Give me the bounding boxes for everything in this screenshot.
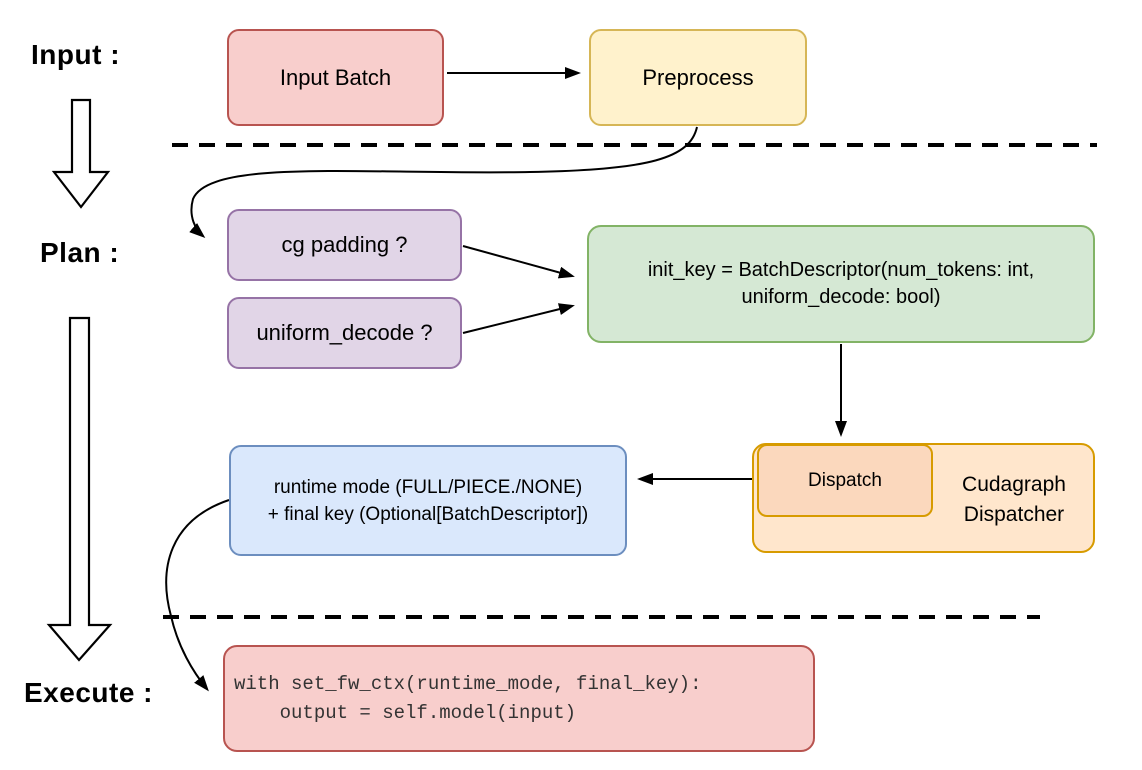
node-preprocess: Preprocess	[589, 29, 807, 126]
execute-code-line2: output = self.model(input)	[234, 701, 577, 724]
section-label-plan: Plan :	[40, 237, 120, 268]
cudagraph-label-line2: Dispatcher	[963, 503, 1065, 526]
node-cudagraph-dispatcher-label: Cudagraph Dispatcher	[935, 470, 1093, 530]
phase-arrow-input-to-plan	[51, 98, 111, 209]
edge-uniform-decode-to-init-key	[462, 303, 575, 334]
node-dispatch: Dispatch	[757, 444, 933, 517]
node-uniform-decode-label: uniform_decode ?	[256, 320, 433, 346]
execute-code-line1: with set_fw_ctx(runtime_mode, final_key)…	[234, 672, 702, 695]
edge-runtime-result-to-execute-code	[165, 499, 230, 692]
phase-arrow-plan-to-execute	[46, 316, 113, 662]
node-cg-padding: cg padding ?	[227, 209, 462, 281]
node-init-key: init_key = BatchDescriptor(num_tokens: i…	[587, 225, 1095, 343]
node-init-key-line2: uniform_decode: bool)	[741, 286, 941, 308]
node-uniform-decode: uniform_decode ?	[227, 297, 462, 369]
section-label-execute: Execute :	[24, 677, 153, 708]
section-label-input: Input :	[31, 39, 121, 70]
node-execute-code: with set_fw_ctx(runtime_mode, final_key)…	[223, 645, 815, 752]
node-input-batch: Input Batch	[227, 29, 444, 126]
edge-preprocess-to-cg-padding	[189, 126, 698, 238]
node-runtime-result-line2: + final key (Optional[BatchDescriptor])	[267, 503, 589, 525]
cudagraph-label-line1: Cudagraph	[962, 473, 1066, 496]
node-cg-padding-label: cg padding ?	[281, 232, 408, 258]
node-dispatch-label: Dispatch	[808, 469, 882, 491]
node-runtime-result-line1: runtime mode (FULL/PIECE./NONE)	[273, 476, 583, 498]
node-init-key-line1: init_key = BatchDescriptor(num_tokens: i…	[647, 259, 1035, 281]
edge-cg-padding-to-init-key	[462, 245, 575, 279]
node-preprocess-label: Preprocess	[642, 64, 754, 90]
node-input-batch-label: Input Batch	[279, 64, 392, 90]
node-runtime-result: runtime mode (FULL/PIECE./NONE) + final …	[229, 445, 627, 556]
